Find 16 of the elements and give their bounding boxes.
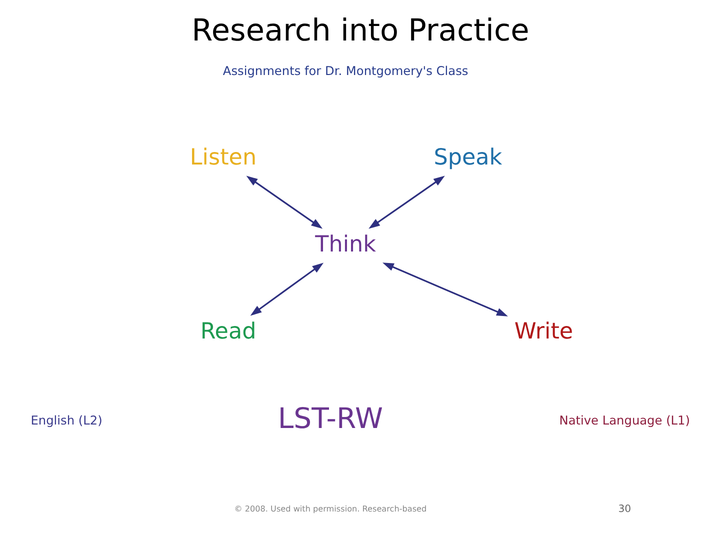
arrow: [250, 262, 324, 316]
arrow: [368, 176, 444, 229]
label: Native Language (L1): [558, 413, 690, 428]
node-text: Think: [314, 231, 376, 258]
label: 30: [618, 504, 631, 516]
node-text: Write: [514, 318, 573, 344]
label: English (L2): [30, 413, 102, 428]
label: © 2008. Used with permission. Research-based: [234, 504, 426, 514]
arrow: [382, 262, 508, 316]
node-text: Listen: [189, 144, 256, 170]
label: LST-RW: [277, 402, 382, 436]
diagram-title: Research into Practice: [191, 13, 529, 48]
arrow: [246, 176, 322, 229]
label: Assignments for Dr. Montgomery's Class: [222, 64, 468, 78]
node-text: Read: [200, 318, 256, 344]
node-text: Speak: [433, 144, 502, 170]
